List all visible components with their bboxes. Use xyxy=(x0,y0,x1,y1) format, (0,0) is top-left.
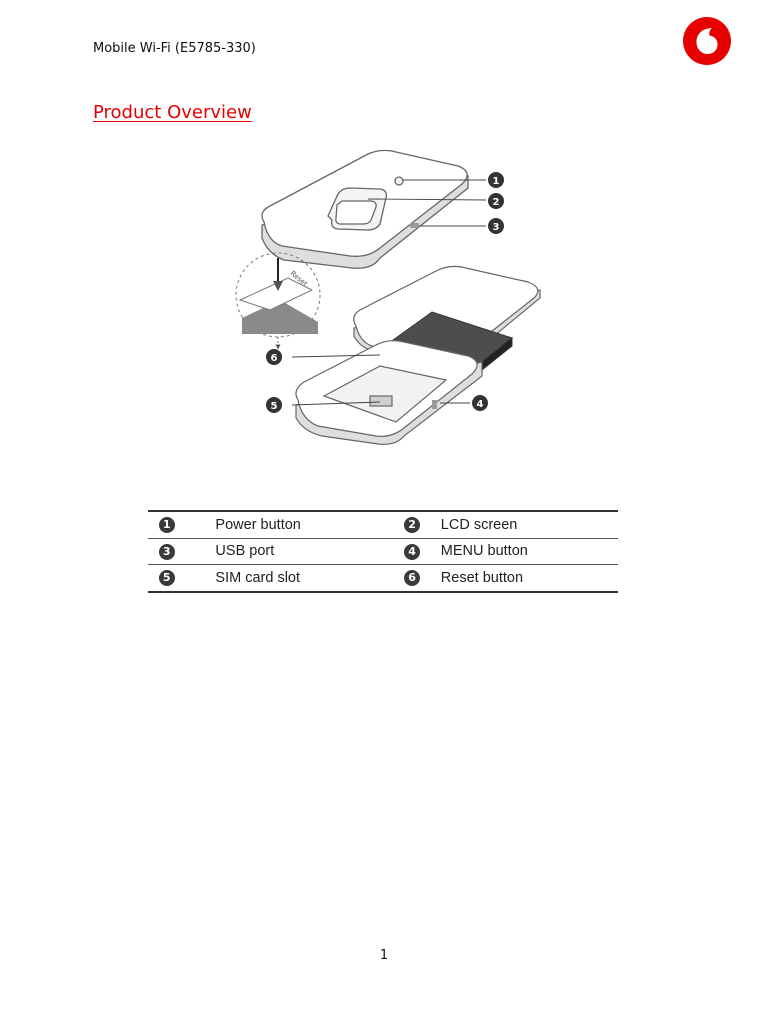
svg-text:3: 3 xyxy=(493,222,500,233)
callout-badge-5: 5 xyxy=(266,397,282,413)
document-header-title: Mobile Wi-Fi (E5785-330) xyxy=(93,41,256,56)
legend-label: Reset button xyxy=(440,569,524,586)
table-row: 1 Power button 2 LCD screen xyxy=(148,511,618,539)
svg-text:5: 5 xyxy=(271,401,278,412)
number-badge: 2 xyxy=(404,517,421,534)
reset-detail-inset: Reset xyxy=(235,252,321,350)
number-badge: 1 xyxy=(158,517,175,534)
number-badge: 3 xyxy=(158,543,175,560)
number-badge: 4 xyxy=(404,543,421,560)
section-title: Product Overview xyxy=(93,102,252,123)
svg-text:4: 4 xyxy=(477,399,484,410)
callout-badge-3: 3 xyxy=(488,218,504,234)
legend-label: Power button xyxy=(185,511,394,539)
callout-leader-lines xyxy=(291,179,487,406)
svg-text:2: 2 xyxy=(493,197,500,208)
legend-label: MENU button xyxy=(430,538,618,565)
vodafone-logo-icon xyxy=(683,17,731,65)
page-number: 1 xyxy=(379,948,389,963)
component-legend-table: 1 Power button 2 LCD screen 3 USB port 4… xyxy=(148,510,618,593)
table-row: 3 USB port 4 MENU button xyxy=(148,538,618,565)
legend-label: LCD screen xyxy=(430,511,618,539)
callout-badge-2: 2 xyxy=(488,193,504,209)
device-base xyxy=(295,340,483,445)
svg-text:6: 6 xyxy=(271,353,278,364)
device-exploded-illustration: Reset 1 2 3 4 5 xyxy=(235,150,541,445)
svg-text:1: 1 xyxy=(493,176,500,187)
legend-label: USB port xyxy=(185,538,394,565)
number-badge: 6 xyxy=(404,570,421,587)
device-top-view xyxy=(261,150,469,269)
callout-badge-6: 6 xyxy=(266,349,282,365)
callout-badge-4: 4 xyxy=(472,395,488,411)
legend-label: SIM card slot xyxy=(215,569,301,586)
number-badge: 5 xyxy=(158,570,175,587)
callout-badge-1: 1 xyxy=(488,172,504,188)
table-row: 5 SIM card slot 6 Reset button xyxy=(148,565,618,592)
